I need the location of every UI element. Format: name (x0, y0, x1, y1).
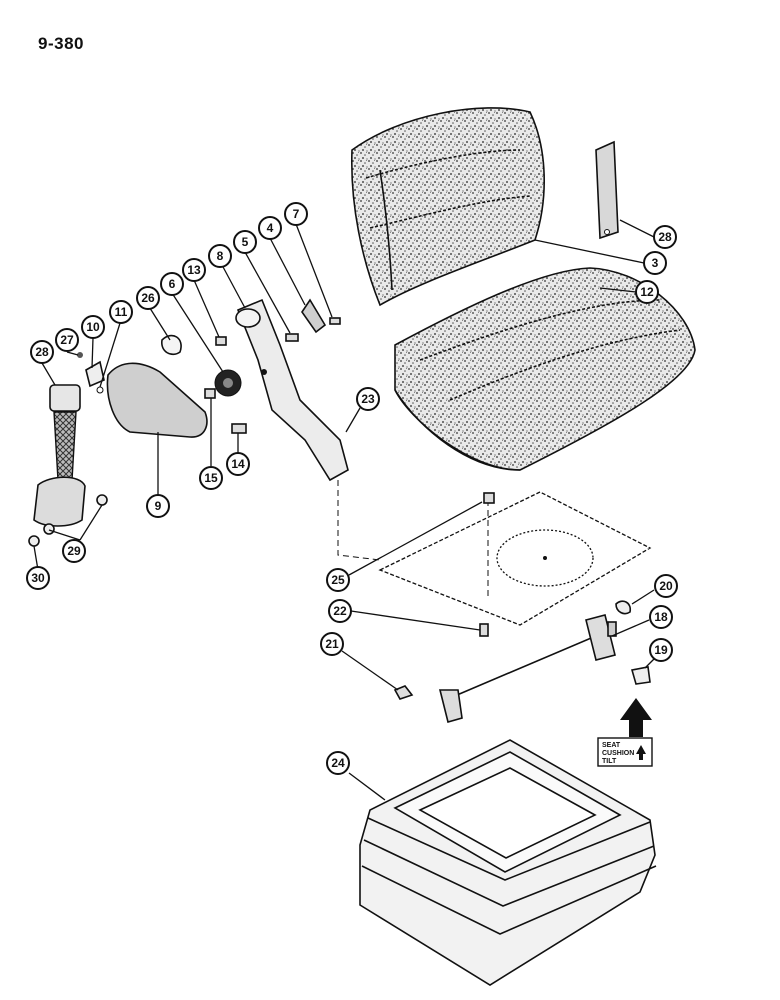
callout-25: 25 (326, 568, 350, 592)
svg-text:18: 18 (654, 610, 668, 624)
small-bolts (161, 298, 341, 434)
svg-text:13: 13 (187, 263, 201, 277)
svg-text:27: 27 (60, 333, 74, 347)
svg-text:30: 30 (31, 571, 45, 585)
callout-13: 13 (182, 258, 206, 282)
callout-26: 26 (136, 286, 160, 310)
callout-12: 12 (635, 280, 659, 304)
svg-text:21: 21 (325, 637, 339, 651)
svg-text:19: 19 (654, 643, 668, 657)
callout-29: 29 (62, 539, 86, 563)
svg-text:10: 10 (86, 320, 100, 334)
callout-28: 28 (30, 340, 54, 364)
adjustment-knob (214, 369, 242, 397)
svg-text:4: 4 (267, 221, 274, 235)
svg-text:7: 7 (293, 207, 300, 221)
seat-back (350, 107, 545, 307)
callout-11: 11 (109, 300, 133, 324)
callout-8: 8 (208, 244, 232, 268)
svg-text:25: 25 (331, 573, 345, 587)
suspension-bellows (359, 739, 657, 986)
tilt-lever (393, 600, 651, 723)
callout-10: 10 (81, 315, 105, 339)
callout-14: 14 (226, 452, 250, 476)
belt-retractor-bracket (595, 140, 619, 240)
callout-21: 21 (320, 632, 344, 656)
callout-3: 3 (643, 251, 667, 275)
decal-line-1: SEAT (602, 742, 621, 749)
seat-plate (337, 480, 652, 626)
svg-text:9: 9 (155, 499, 162, 513)
callout-27: 27 (55, 328, 79, 352)
callout-18: 18 (649, 605, 673, 629)
callout-19: 19 (649, 638, 673, 662)
svg-text:8: 8 (217, 249, 224, 263)
callout-5: 5 (233, 230, 257, 254)
svg-text:5: 5 (242, 235, 249, 249)
svg-text:15: 15 (204, 471, 218, 485)
armrest (77, 352, 208, 438)
svg-text:26: 26 (141, 291, 155, 305)
callout-23: 23 (356, 387, 380, 411)
side-bracket (235, 298, 349, 482)
svg-text:12: 12 (640, 285, 654, 299)
decal-line-2: CUSHION (602, 750, 634, 757)
svg-text:11: 11 (115, 305, 128, 319)
callout-9: 9 (146, 494, 170, 518)
page-number: 9-380 (38, 34, 84, 53)
callout-20: 20 (654, 574, 678, 598)
callout-4: 4 (258, 216, 282, 240)
callout-6: 6 (160, 272, 184, 296)
svg-text:6: 6 (169, 277, 176, 291)
callout-30: 30 (26, 566, 50, 590)
seat-cushion (394, 267, 696, 471)
seat-belt (28, 384, 108, 547)
svg-text:3: 3 (652, 256, 659, 270)
seat-cushion-tilt-decal: SEAT CUSHION TILT (597, 698, 653, 767)
svg-text:20: 20 (659, 579, 673, 593)
svg-text:22: 22 (333, 604, 347, 618)
svg-text:23: 23 (361, 392, 375, 406)
callout-15: 15 (199, 466, 223, 490)
svg-text:28: 28 (658, 230, 672, 244)
leader-lines (33, 219, 658, 801)
svg-text:24: 24 (331, 756, 345, 770)
decal-line-3: TILT (602, 758, 617, 765)
callout-7: 7 (284, 202, 308, 226)
callout-28-right: 28 (653, 225, 677, 249)
svg-text:14: 14 (231, 457, 245, 471)
callout-24: 24 (326, 751, 350, 775)
svg-text:28: 28 (35, 345, 49, 359)
svg-text:29: 29 (67, 544, 81, 558)
callout-22: 22 (328, 599, 352, 623)
